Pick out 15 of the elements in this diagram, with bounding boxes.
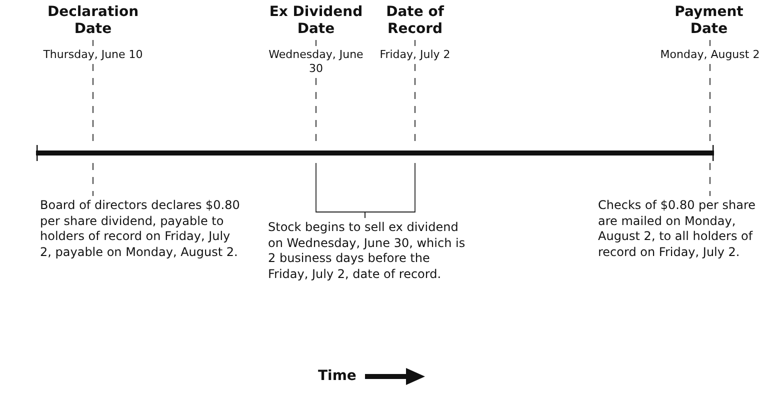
- axis-label: Time: [318, 368, 356, 385]
- connector-line: [92, 162, 94, 196]
- bracket-connector: [364, 162, 416, 218]
- heading-text: Payment Date: [654, 4, 764, 38]
- connector-line: [414, 64, 416, 144]
- connector-line: [92, 40, 94, 46]
- connector-line: [92, 64, 94, 144]
- date-text: Monday, August 2: [660, 48, 760, 62]
- timeline-bar: [36, 145, 714, 161]
- description-text: Checks of $0.80 per share are mailed on Monday, August 2, to all holders of record on Friday, July 2.: [598, 198, 760, 260]
- date-text: Thursday, June 10: [43, 48, 143, 62]
- connector-line: [414, 40, 416, 46]
- heading-text: Declaration Date: [33, 4, 153, 38]
- description-text: Stock begins to sell ex dividend on Wednesday, June 30, which is 2 business days before the Friday, July 2, date of record.: [268, 220, 468, 282]
- description-text: Board of directors declares $0.80 per share dividend, payable to holders of record on Friday, July 2, payable on Monday, August 2.: [40, 198, 245, 260]
